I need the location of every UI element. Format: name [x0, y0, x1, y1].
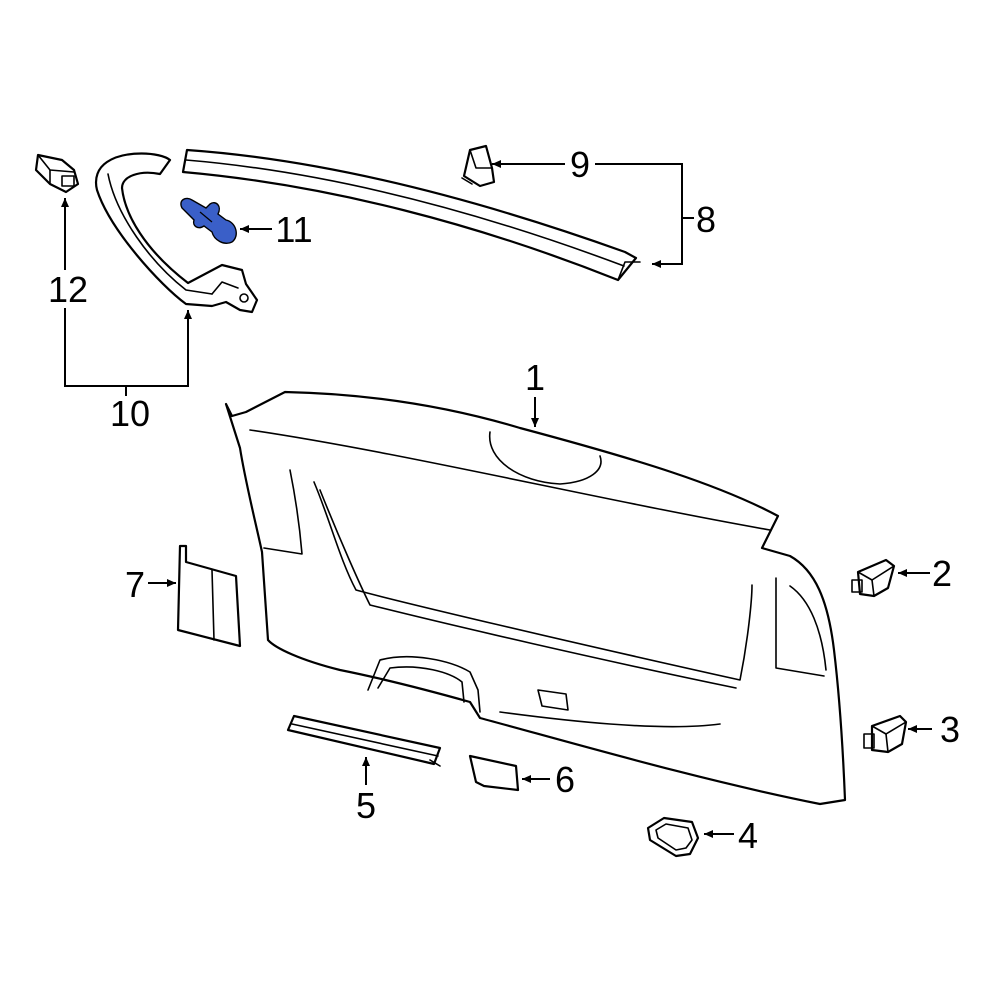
part-1-liftgate-trim-panel [224, 390, 847, 806]
part-4-pad [646, 816, 700, 858]
part-2-clip [851, 558, 896, 598]
part-3-clip [863, 714, 908, 754]
push-pin-icon [180, 197, 237, 244]
part-12-clip [34, 153, 80, 194]
part-6-cover [468, 754, 520, 792]
callout-5: 5 [356, 785, 376, 826]
callout-labels: 1 2 3 4 5 6 7 8 9 10 11 12 [48, 144, 960, 856]
callout-8: 8 [696, 199, 716, 240]
callout-7: 7 [125, 564, 145, 605]
callout-2: 2 [932, 553, 952, 594]
callout-10: 10 [110, 393, 150, 434]
callout-9: 9 [570, 144, 590, 185]
part-9-clip [461, 144, 496, 188]
part-8-upper-garnish-strip [181, 148, 641, 282]
part-11-push-pin [180, 197, 237, 244]
part-7-side-panel [176, 544, 242, 648]
leader-10 [64, 308, 192, 387]
callout-4: 4 [738, 815, 758, 856]
callout-12: 12 [48, 269, 88, 310]
callout-11: 11 [275, 209, 312, 250]
part-5-sill-strip [286, 714, 442, 767]
leader-lines [61, 160, 932, 838]
leader-8 [595, 163, 683, 268]
callout-6: 6 [555, 759, 575, 800]
part-10-pillar-handle-trim [94, 152, 259, 314]
callout-3: 3 [940, 709, 960, 750]
callout-1: 1 [525, 357, 545, 398]
